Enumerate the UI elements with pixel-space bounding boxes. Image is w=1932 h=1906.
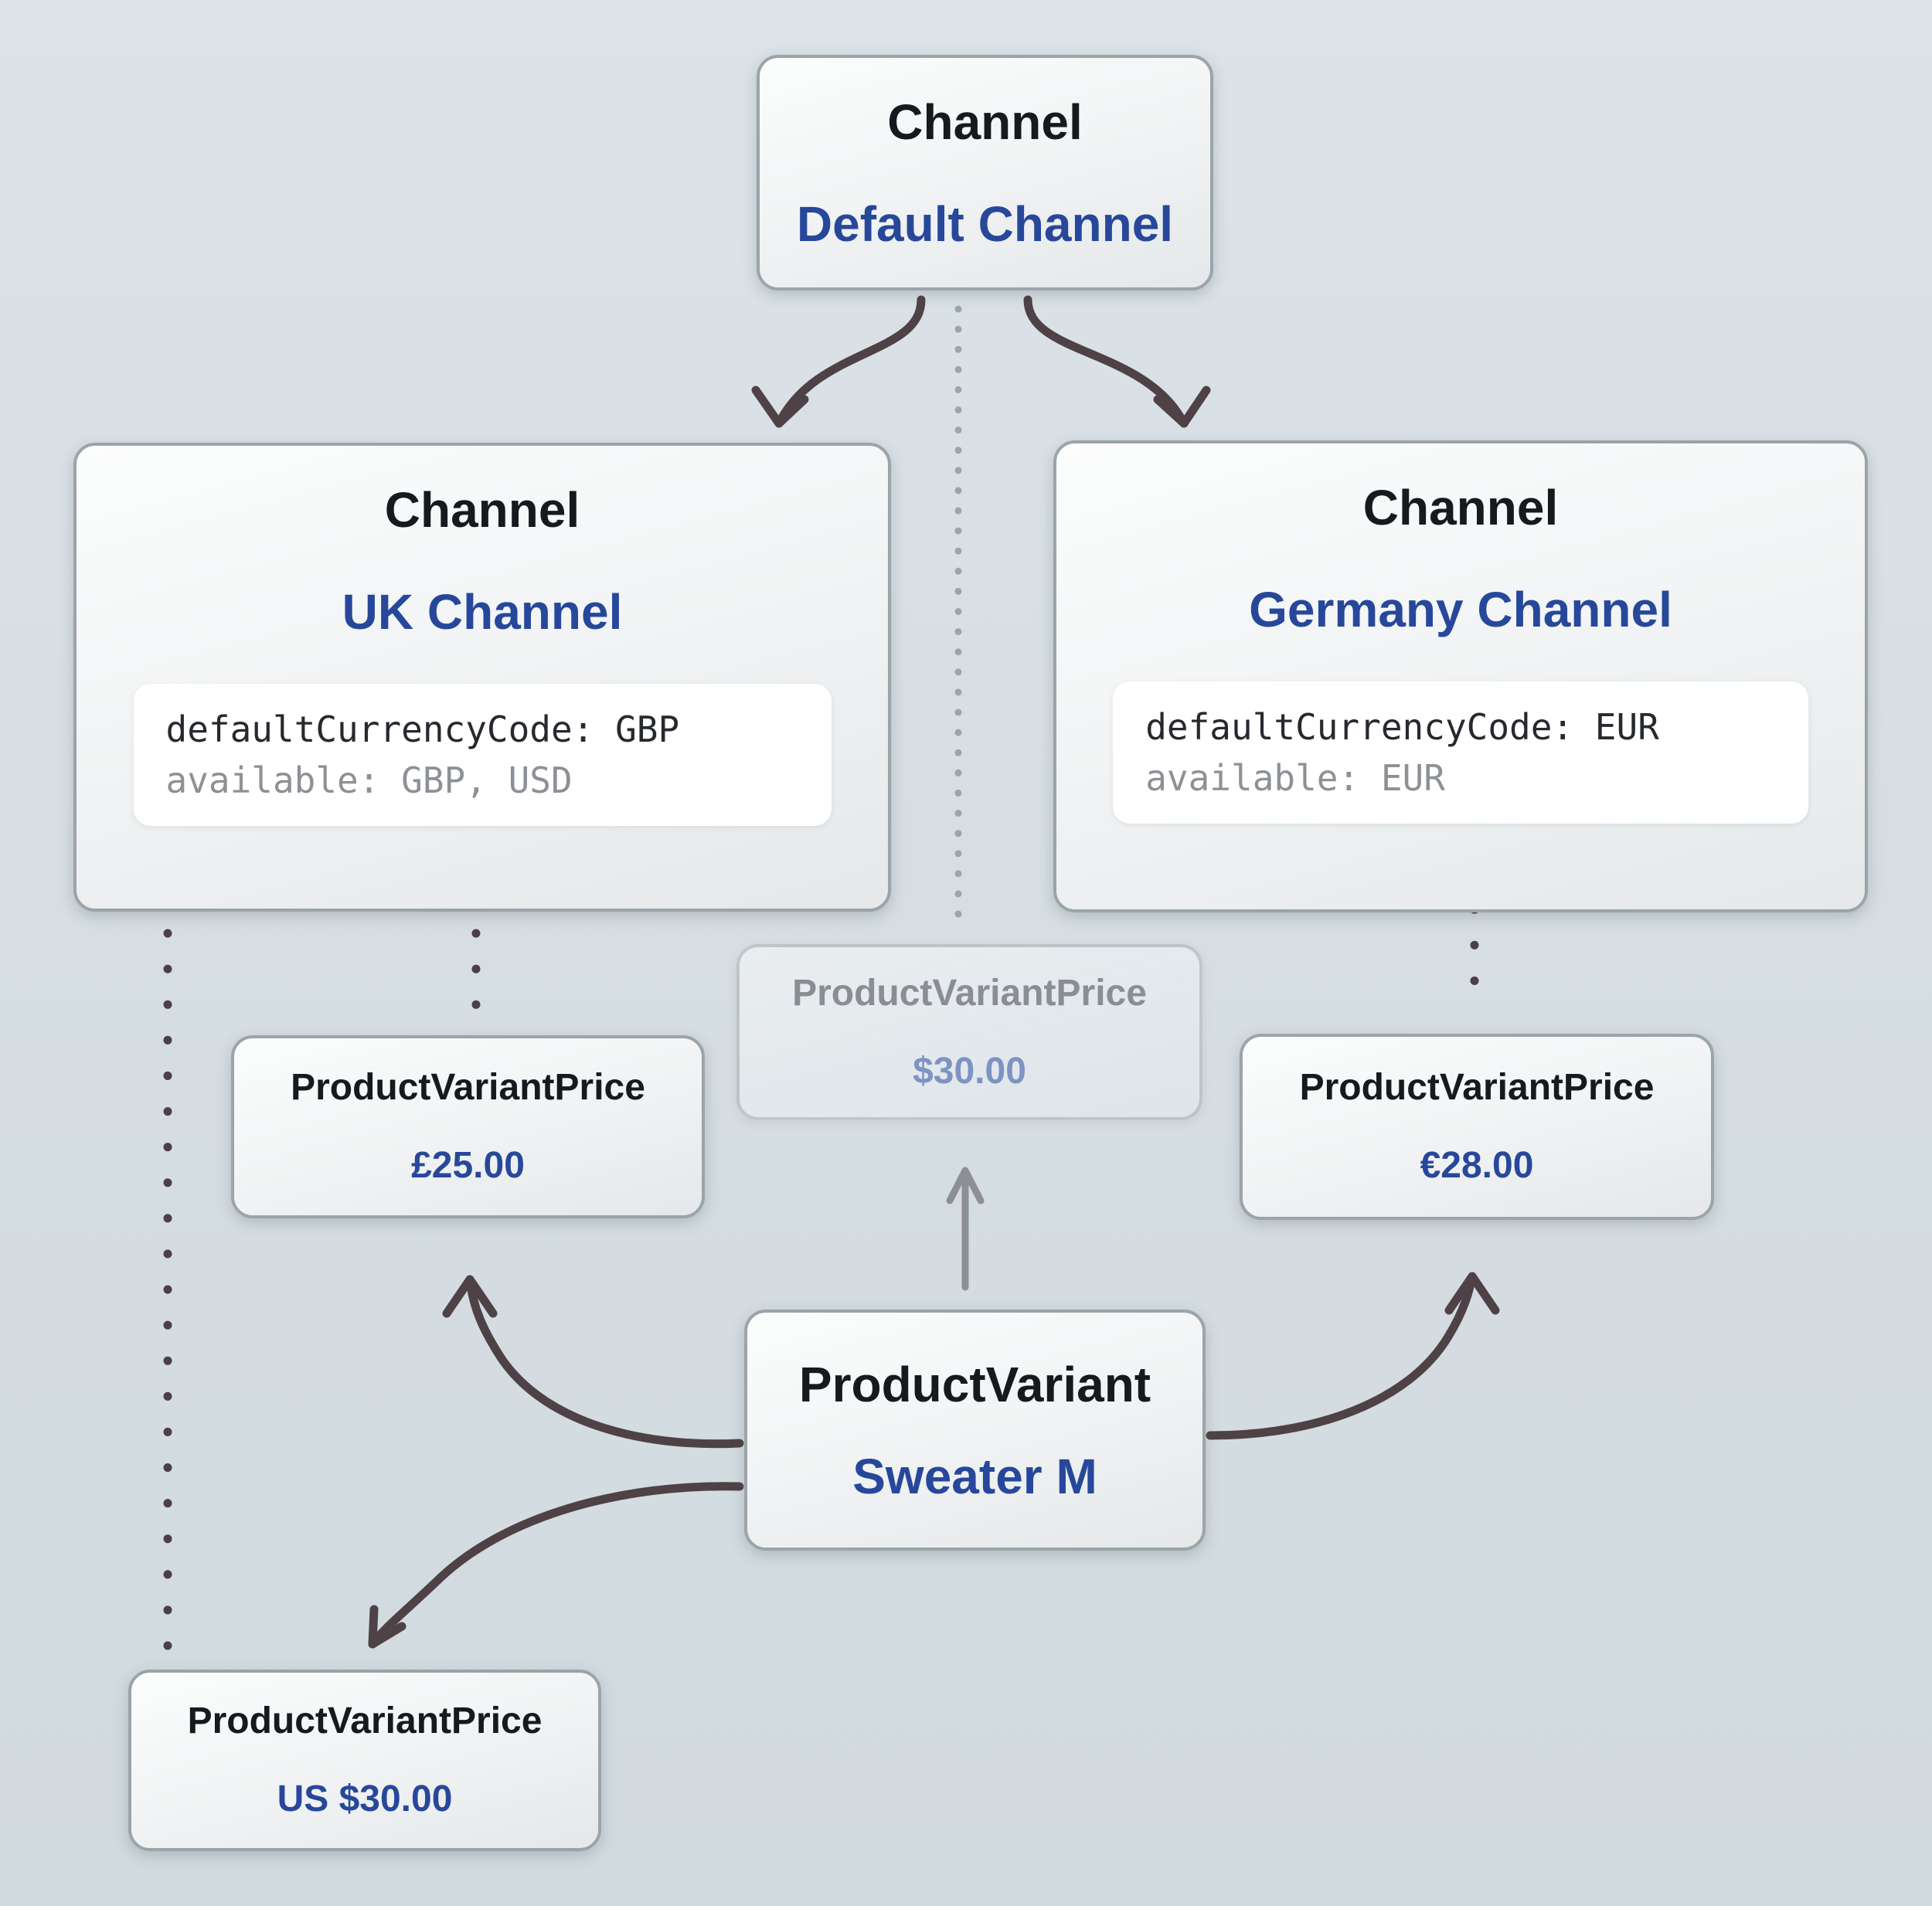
- node-price-default-30: ProductVariantPrice $30.00: [736, 944, 1202, 1120]
- code-line-available: available: EUR: [1145, 757, 1445, 799]
- price-type-label: ProductVariantPrice: [1299, 1067, 1655, 1108]
- price-type-label: ProductVariantPrice: [187, 1700, 543, 1741]
- node-instance-name: Sweater M: [852, 1448, 1097, 1504]
- node-channel-default: Channel Default Channel: [757, 55, 1213, 290]
- node-channel-uk: Channel UK Channel defaultCurrencyCode: …: [73, 443, 891, 912]
- arrow-default-to-uk: [751, 295, 926, 428]
- code-line-default-currency: defaultCurrencyCode: EUR: [1145, 706, 1659, 748]
- arrow-variant-to-uk-price: [442, 1275, 744, 1449]
- node-type-label: Channel: [384, 482, 580, 538]
- node-type-label: Channel: [887, 94, 1083, 150]
- price-value: US $30.00: [277, 1779, 453, 1819]
- code-line-default-currency: defaultCurrencyCode: GBP: [165, 708, 680, 750]
- node-price-us-30: ProductVariantPrice US $30.00: [128, 1670, 601, 1851]
- price-value: €28.00: [1420, 1145, 1534, 1186]
- arrow-default-to-germany: [1023, 295, 1211, 428]
- node-channel-germany: Channel Germany Channel defaultCurrencyC…: [1053, 440, 1868, 912]
- node-type-label: Channel: [1362, 480, 1559, 535]
- price-type-label: ProductVariantPrice: [792, 972, 1147, 1014]
- price-type-label: ProductVariantPrice: [291, 1067, 645, 1108]
- arrow-variant-to-us-price: [368, 1482, 744, 1649]
- node-instance-name: Default Channel: [796, 196, 1174, 252]
- node-product-variant: ProductVariant Sweater M: [744, 1310, 1206, 1551]
- code-line-available: available: GBP, USD: [165, 759, 573, 801]
- node-price-uk-25: ProductVariantPrice £25.00: [231, 1035, 705, 1218]
- node-type-label: ProductVariant: [798, 1356, 1151, 1412]
- arrow-variant-to-default-price: [946, 1167, 985, 1291]
- price-value: £25.00: [411, 1145, 525, 1186]
- price-value: $30.00: [913, 1050, 1026, 1092]
- arrow-variant-to-germany-price: [1206, 1272, 1500, 1440]
- code-block: defaultCurrencyCode: EUR available: EUR: [1113, 681, 1808, 824]
- code-block: defaultCurrencyCode: GBP available: GBP,…: [133, 684, 832, 826]
- node-price-germany-28: ProductVariantPrice €28.00: [1240, 1034, 1714, 1220]
- node-instance-name: UK Channel: [342, 584, 623, 640]
- node-instance-name: Germany Channel: [1249, 582, 1672, 637]
